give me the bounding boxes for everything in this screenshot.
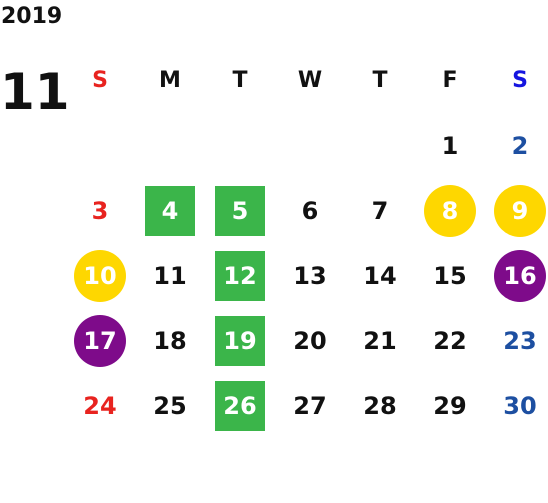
weekday-header: M	[135, 48, 205, 113]
yellow-circle-marker	[74, 250, 126, 302]
weekday-header: S	[485, 48, 548, 113]
day-number: 11	[153, 261, 187, 290]
weekday-label: T	[232, 67, 248, 93]
day-cell[interactable]: 4	[135, 178, 205, 243]
day-number: 4	[161, 196, 179, 225]
day-number: 22	[433, 326, 467, 355]
weekday-header: F	[415, 48, 485, 113]
day-cell[interactable]: 18	[135, 308, 205, 373]
weekday-label: T	[372, 67, 388, 93]
weekday-header: W	[275, 48, 345, 113]
day-cell[interactable]: 7	[345, 178, 415, 243]
green-square-marker	[145, 186, 195, 236]
day-cell[interactable]: 30	[485, 373, 548, 438]
green-square-marker	[215, 381, 265, 431]
day-cell[interactable]: 21	[345, 308, 415, 373]
day-cell[interactable]: 1	[415, 113, 485, 178]
empty-day-cell	[345, 113, 415, 178]
weekday-label: S	[512, 67, 528, 93]
day-cell[interactable]: 22	[415, 308, 485, 373]
day-cell[interactable]: 11	[135, 243, 205, 308]
day-cell[interactable]: 19	[205, 308, 275, 373]
day-cell[interactable]: 23	[485, 308, 548, 373]
yellow-circle-marker	[424, 185, 476, 237]
day-number: 3	[91, 196, 109, 225]
day-number: 1	[441, 131, 459, 160]
month-number: 11	[0, 63, 70, 121]
weekday-label: S	[92, 67, 108, 93]
day-number: 29	[433, 391, 467, 420]
day-cell[interactable]: 16	[485, 243, 548, 308]
day-number: 25	[153, 391, 187, 420]
day-cell[interactable]: 26	[205, 373, 275, 438]
day-cell[interactable]: 2	[485, 113, 548, 178]
weekday-label: M	[159, 67, 181, 93]
day-number: 7	[371, 196, 389, 225]
empty-day-cell	[275, 113, 345, 178]
empty-day-cell	[135, 113, 205, 178]
day-cell[interactable]: 5	[205, 178, 275, 243]
day-cell[interactable]: 8	[415, 178, 485, 243]
day-cell[interactable]: 10	[65, 243, 135, 308]
day-number: 20	[293, 326, 327, 355]
day-number: 15	[433, 261, 467, 290]
day-cell[interactable]: 13	[275, 243, 345, 308]
purple-circle-marker	[494, 250, 546, 302]
day-number: 12	[223, 261, 257, 290]
day-number: 26	[223, 391, 257, 420]
day-number: 8	[441, 196, 459, 225]
year-label: 2019	[1, 4, 63, 29]
day-number: 30	[503, 391, 537, 420]
day-number: 5	[231, 196, 249, 225]
day-cell[interactable]: 17	[65, 308, 135, 373]
green-square-marker	[215, 251, 265, 301]
day-number: 13	[293, 261, 327, 290]
day-number: 6	[301, 196, 319, 225]
day-cell[interactable]: 24	[65, 373, 135, 438]
day-cell[interactable]: 15	[415, 243, 485, 308]
day-cell[interactable]: 3	[65, 178, 135, 243]
weekday-label: F	[442, 67, 458, 93]
day-number: 14	[363, 261, 397, 290]
day-number: 9	[511, 196, 529, 225]
weekday-header: T	[205, 48, 275, 113]
day-cell[interactable]: 20	[275, 308, 345, 373]
day-number: 10	[83, 261, 117, 290]
day-number: 16	[503, 261, 537, 290]
day-cell[interactable]: 25	[135, 373, 205, 438]
day-cell[interactable]: 14	[345, 243, 415, 308]
weekday-label: W	[297, 67, 323, 93]
empty-day-cell	[205, 113, 275, 178]
weekday-header: T	[345, 48, 415, 113]
day-number: 24	[83, 391, 117, 420]
day-cell[interactable]: 12	[205, 243, 275, 308]
day-number: 18	[153, 326, 187, 355]
day-cell[interactable]: 6	[275, 178, 345, 243]
green-square-marker	[215, 186, 265, 236]
green-square-marker	[215, 316, 265, 366]
weekday-header: S	[65, 48, 135, 113]
day-number: 19	[223, 326, 257, 355]
day-cell[interactable]: 9	[485, 178, 548, 243]
yellow-circle-marker	[494, 185, 546, 237]
day-number: 28	[363, 391, 397, 420]
day-number: 27	[293, 391, 327, 420]
day-number: 2	[511, 131, 529, 160]
day-number: 21	[363, 326, 397, 355]
day-cell[interactable]: 27	[275, 373, 345, 438]
purple-circle-marker	[74, 315, 126, 367]
empty-day-cell	[65, 113, 135, 178]
day-cell[interactable]: 29	[415, 373, 485, 438]
day-number: 23	[503, 326, 537, 355]
day-number: 17	[83, 326, 117, 355]
day-cell[interactable]: 28	[345, 373, 415, 438]
